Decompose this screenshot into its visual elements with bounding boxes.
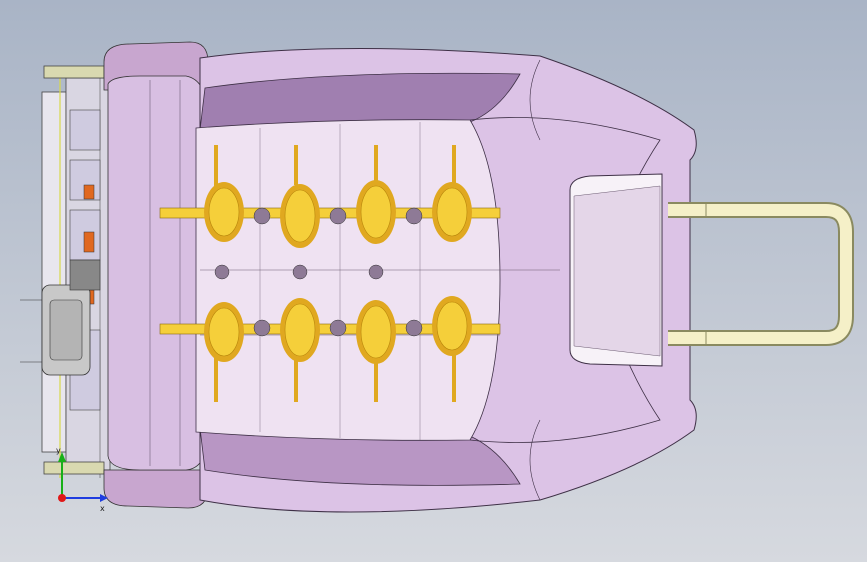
cushion (356, 300, 396, 364)
massage-cushions (204, 180, 472, 364)
orange-part (83, 184, 95, 200)
top-bracket (43, 65, 105, 79)
y-arrowhead (58, 452, 66, 462)
rear-frame-assembly (20, 65, 111, 478)
orange-part (83, 231, 95, 253)
headrest-block (103, 41, 209, 509)
seat-shell (195, 47, 697, 513)
cushion (204, 182, 244, 242)
cushion (432, 296, 472, 356)
frame-plate (41, 91, 67, 453)
y-axis-label: y (56, 446, 61, 455)
cushion (432, 182, 472, 242)
cushion (280, 184, 320, 248)
seat-inner (195, 119, 501, 441)
pull-handle[interactable] (668, 202, 854, 346)
x-axis-label: x (100, 504, 105, 513)
motor (20, 284, 91, 376)
bottom-bracket (43, 461, 105, 475)
z-axis-dot (58, 494, 66, 502)
coordinate-triad: x y (56, 446, 108, 513)
cushion (280, 298, 320, 362)
cushion (356, 180, 396, 244)
cushion (204, 302, 244, 362)
x-arrowhead (100, 494, 108, 502)
